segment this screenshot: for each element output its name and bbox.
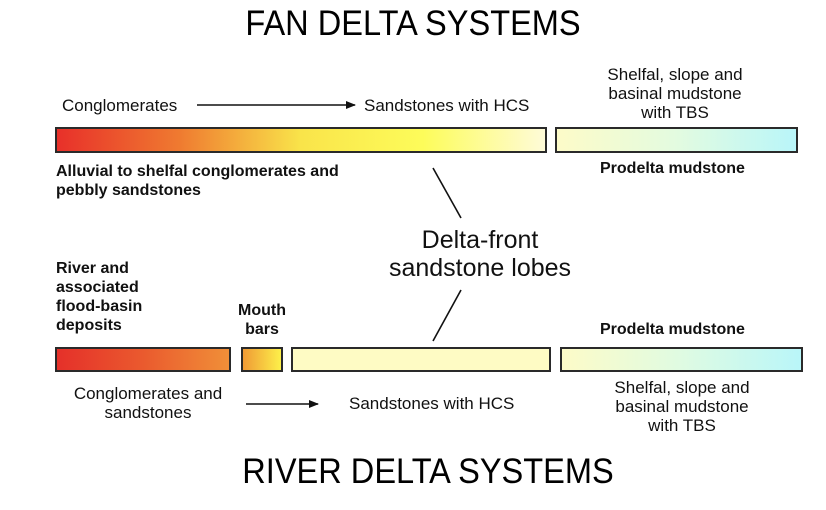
river-offshore-label-line: basinal mudstone (615, 397, 749, 416)
river-floodbasin-bar (55, 347, 231, 372)
fan-prodelta-label: Prodelta mudstone (600, 160, 745, 177)
fan-facies-label-line: Alluvial to shelfal conglomerates and (56, 163, 339, 180)
fan-offshore-label-line: with TBS (641, 103, 709, 122)
mouth-bars-label-line: Mouth (238, 302, 286, 319)
river-prodelta-bar (560, 347, 803, 372)
river-floodbasin-label-line: flood-basin (56, 298, 143, 315)
river-floodbasin-label: River and associated flood-basin deposit… (56, 259, 142, 335)
river-trend-start-label: Conglomerates and sandstones (58, 384, 238, 422)
river-trend-end-label: Sandstones with HCS (349, 394, 515, 413)
river-floodbasin-label-line: associated (56, 279, 139, 296)
delta-front-label-line: sandstone lobes (388, 254, 572, 282)
fan-offshore-label-line: basinal mudstone (608, 84, 742, 103)
river-delta-title: RIVER DELTA SYSTEMS (242, 452, 614, 491)
fan-offshore-label: Shelfal, slope and basinal mudstone with… (575, 65, 775, 122)
delta-front-connector-bottom (432, 289, 462, 342)
river-floodbasin-label-line: River and (56, 260, 129, 277)
river-floodbasin-label-line: deposits (56, 317, 122, 334)
fan-delta-title: FAN DELTA SYSTEMS (245, 4, 581, 43)
fan-facies-label: Alluvial to shelfal conglomerates and pe… (56, 162, 339, 200)
delta-front-connector-top (432, 167, 462, 219)
mouth-bars-bar (241, 347, 283, 372)
river-prodelta-label: Prodelta mudstone (600, 321, 745, 338)
fan-trend-end-label: Sandstones with HCS (364, 96, 530, 115)
fan-prodelta-bar (555, 127, 798, 153)
delta-front-label: Delta-front sandstone lobes (360, 226, 600, 282)
river-trend-start-label-line: Conglomerates and (73, 384, 223, 403)
fan-offshore-label-line: Shelfal, slope and (607, 65, 743, 84)
river-trend-start-label-line: sandstones (104, 403, 192, 422)
fan-facies-label-line: pebbly sandstones (56, 182, 201, 199)
river-offshore-label: Shelfal, slope and basinal mudstone with… (582, 378, 782, 435)
mouth-bars-label-line: bars (245, 321, 279, 338)
river-offshore-label-line: Shelfal, slope and (614, 378, 750, 397)
river-offshore-label-line: with TBS (648, 416, 716, 435)
fan-alluvial-shelfal-bar (55, 127, 547, 153)
fan-trend-start-label: Conglomerates (62, 96, 178, 115)
delta-front-bar (291, 347, 551, 372)
delta-front-label-line: Delta-front (421, 226, 539, 254)
mouth-bars-label: Mouth bars (222, 301, 302, 339)
